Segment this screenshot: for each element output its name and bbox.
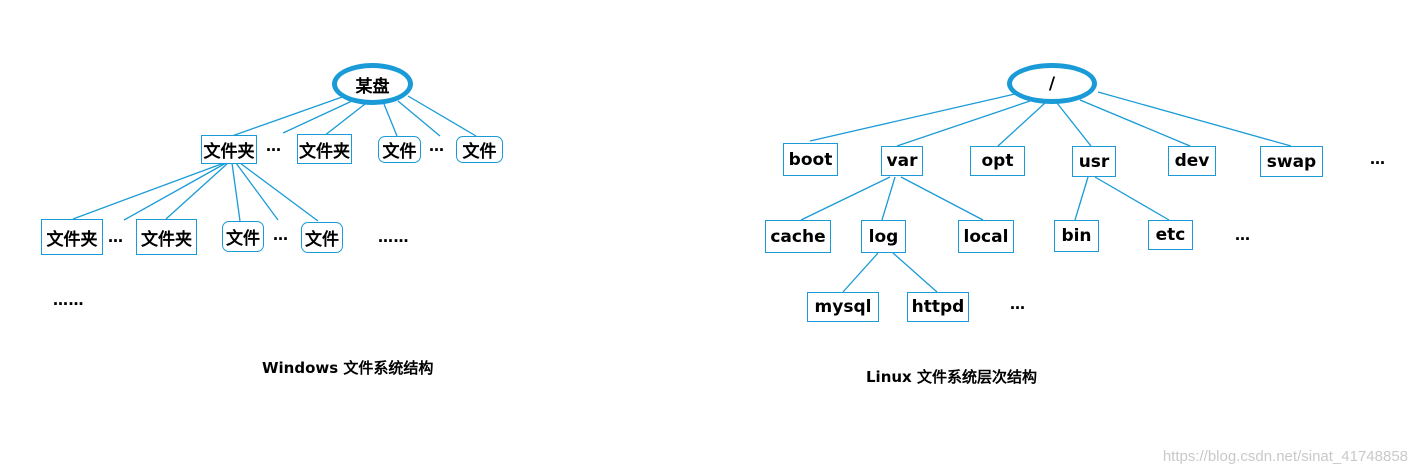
edge-slash-boot [809,93,1016,142]
windows-l2-folder-1: 文件夹 [41,219,103,255]
edge-log-mysql [842,252,879,293]
linux-node-usr: usr [1072,146,1116,177]
windows-l2-ellipsis-1: … [108,228,124,246]
edge-folder-sub2 [123,162,227,221]
windows-l2-file-2: 文件 [301,222,343,253]
edge-var-log [881,176,896,221]
watermark-url: https://blog.csdn.net/sinat_41748858 [1162,448,1408,465]
linux-node-httpd: httpd [907,292,969,322]
windows-l1-file-1: 文件 [378,136,421,163]
linux-node-local: local [958,220,1014,253]
edge-slash-opt [997,102,1046,147]
edge-folder-sub1 [72,162,225,220]
edge-slash-swap [1097,91,1292,147]
windows-l2-folder-2: 文件夹 [136,219,197,255]
windows-root-label: 某盘 [355,76,390,97]
windows-bottom-ellipsis: …… [53,291,84,309]
linux-node-opt: opt [970,146,1025,176]
edge-root-folder2 [282,100,353,134]
edge-root-folder1 [231,95,346,137]
linux-node-bin: bin [1054,220,1099,252]
edge-usr-bin [1074,176,1089,221]
linux-node-boot: boot [783,143,838,176]
linux-caption: Linux 文件系统层次结构 [866,368,1037,386]
windows-l2-ellipsis-3: …… [378,228,409,246]
linux-node-swap: swap [1260,146,1323,177]
windows-l1-file-2: 文件 [456,136,503,163]
edge-folder-sub6 [239,162,319,222]
windows-l1-folder-1: 文件夹 [201,135,257,164]
edge-usr-etc [1094,176,1170,221]
windows-l2-file-1: 文件 [222,221,264,252]
windows-l1-ellipsis-1: … [266,137,282,155]
edge-var-cache [800,176,891,221]
linux-l1-ellipsis: … [1370,150,1386,168]
edge-var-local [900,176,984,221]
edge-folder-sub4 [231,162,241,222]
edge-slash-usr [1056,102,1092,147]
windows-l2-ellipsis-2: … [273,226,289,244]
edge-folder-sub5 [235,162,279,221]
linux-node-etc: etc [1148,220,1193,250]
edge-root-folder3 [323,103,366,137]
edge-folder-sub3 [165,162,229,220]
linux-root-node: / [1007,63,1097,104]
windows-root-node: 某盘 [332,63,413,105]
edge-slash-var [896,100,1031,147]
linux-node-cache: cache [765,220,831,253]
linux-log-ellipsis: … [1010,295,1026,313]
edge-root-file2 [397,100,441,137]
linux-node-dev: dev [1168,146,1216,176]
linux-node-mysql: mysql [807,292,879,322]
linux-root-label: / [1048,73,1056,94]
edge-root-file1 [383,103,398,137]
edge-log-httpd [892,252,938,293]
linux-usr-ellipsis: … [1235,226,1251,244]
linux-node-var: var [881,146,923,176]
edge-slash-dev [1079,99,1191,147]
linux-node-log: log [861,220,906,253]
edge-root-file3 [407,95,477,137]
windows-l1-ellipsis-2: … [429,137,445,155]
windows-caption: Windows 文件系统结构 [262,359,434,377]
windows-l1-folder-2: 文件夹 [297,134,352,164]
